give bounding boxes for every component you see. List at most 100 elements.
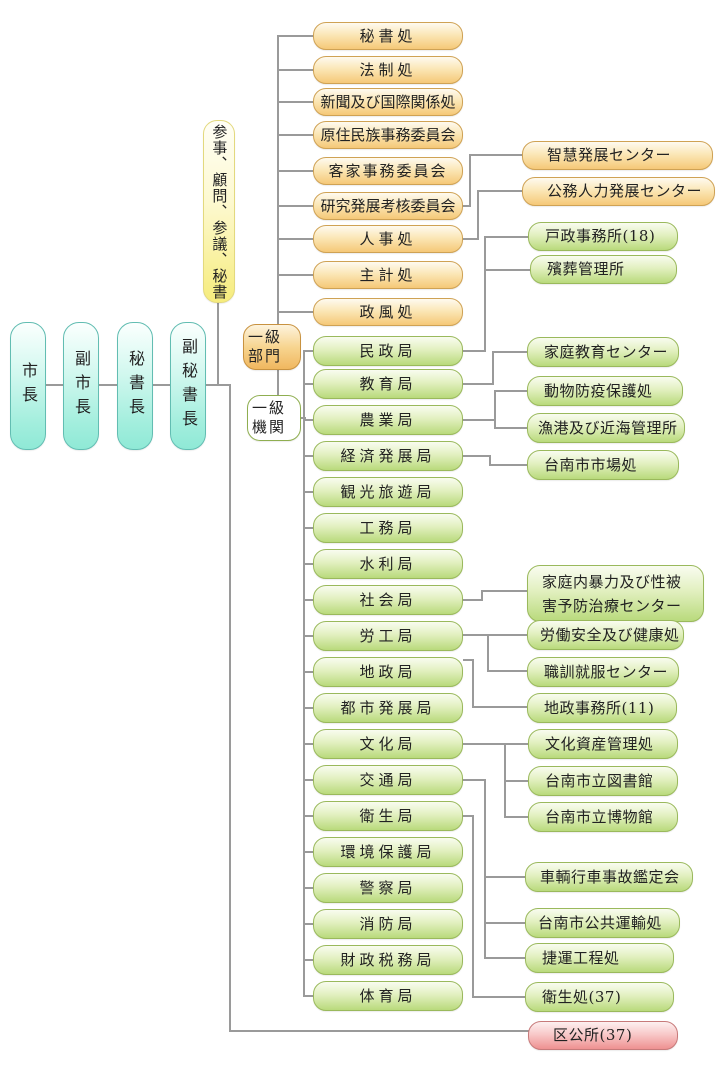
connector — [489, 464, 528, 466]
connector — [206, 384, 231, 386]
node-vehicle-accident-appraisal-committee: 車輌行車事故鑑定会 — [525, 862, 693, 892]
node-police-bureau: 警察局 — [313, 873, 463, 903]
node-transportation-bureau: 交通局 — [313, 765, 463, 795]
connector — [504, 780, 529, 782]
node-ethics-office: 政風処 — [313, 298, 463, 326]
node-agriculture-bureau: 農業局 — [313, 405, 463, 435]
connector — [303, 743, 314, 745]
node-funeral-management-office: 殯葬管理所 — [530, 255, 677, 284]
connector — [303, 815, 314, 817]
connector — [303, 419, 314, 421]
connector — [303, 707, 314, 709]
connector — [303, 635, 314, 637]
connector — [477, 190, 523, 192]
connector — [484, 922, 526, 924]
connector — [463, 743, 529, 745]
node-tainan-public-transportation-office: 台南市公共運輸処 — [525, 908, 680, 938]
node-social-affairs-bureau: 社会局 — [313, 585, 463, 615]
connector — [153, 384, 170, 386]
connector — [463, 599, 483, 601]
connector — [46, 384, 63, 386]
node-health-bureau: 衛生局 — [313, 801, 463, 831]
node-sports-bureau: 体育局 — [313, 981, 463, 1011]
node-family-education-center: 家庭教育センター — [527, 337, 679, 367]
node-personnel-office: 人事処 — [313, 225, 463, 253]
connector — [484, 779, 486, 959]
connector — [463, 455, 491, 457]
node-deputy-secretary-general: 副秘書長 — [170, 322, 206, 450]
connector — [303, 671, 314, 673]
connector — [481, 590, 528, 592]
connector — [303, 851, 314, 853]
connector — [277, 370, 279, 395]
connector — [303, 563, 314, 565]
connector — [472, 996, 526, 998]
connector — [277, 170, 313, 172]
connector — [463, 350, 486, 352]
node-land-administration-offices: 地政事務所(11) — [527, 693, 677, 723]
connector — [463, 383, 494, 385]
node-finance-taxation-bureau: 財政税務局 — [313, 945, 463, 975]
node-secretary-general: 秘書長 — [117, 322, 153, 450]
connector — [487, 634, 489, 672]
connector — [494, 427, 528, 429]
connector — [472, 815, 474, 998]
connector — [492, 351, 528, 353]
connector — [494, 390, 528, 392]
node-cultural-heritage-management-office: 文化資産管理処 — [528, 729, 678, 759]
node-education-bureau: 教育局 — [313, 369, 463, 399]
connector — [277, 101, 313, 103]
label-first-level-departments: 一級部門 — [243, 324, 301, 370]
node-economic-development-bureau: 経済発展局 — [313, 441, 463, 471]
node-secretariat-office: 秘書処 — [313, 22, 463, 50]
connector — [472, 659, 474, 708]
connector — [303, 383, 314, 385]
node-rapid-transit-engineering-office: 捷運工程処 — [525, 943, 674, 973]
connector — [217, 303, 219, 385]
connector — [494, 390, 496, 429]
node-budget-accounting-office: 主計処 — [313, 261, 463, 289]
node-health-offices: 衛生処(37) — [525, 982, 674, 1012]
connector — [463, 779, 486, 781]
node-labor-safety-health-office: 労働安全及び健康処 — [527, 620, 684, 650]
connector — [99, 384, 117, 386]
connector — [463, 238, 479, 240]
node-deputy-mayor: 副市長 — [63, 322, 99, 450]
connector — [484, 236, 486, 352]
connector — [303, 923, 314, 925]
connector — [469, 154, 523, 156]
connector — [463, 659, 474, 661]
connector — [489, 455, 491, 466]
node-indigenous-affairs-commission: 原住民族事務委員会 — [313, 121, 463, 149]
connector — [303, 959, 314, 961]
node-domestic-violence-sexual-assault-prevention-center: 家庭内暴力及び性被害予防治療センター — [527, 565, 704, 622]
node-animal-health-protection-office: 動物防疫保護処 — [527, 376, 683, 406]
node-household-registration-offices: 戸政事務所(18) — [528, 222, 678, 251]
node-tourism-bureau: 観光旅遊局 — [313, 477, 463, 507]
node-research-development-evaluation-commission: 研究発展考核委員会 — [313, 192, 463, 220]
node-civil-service-development-center: 公務人力発展センター — [522, 177, 715, 206]
connector — [277, 134, 313, 136]
connector — [463, 634, 528, 636]
connector — [277, 69, 313, 71]
node-cultural-affairs-bureau: 文化局 — [313, 729, 463, 759]
connector — [484, 876, 526, 878]
connector — [504, 816, 529, 818]
connector — [477, 190, 479, 240]
connector — [303, 995, 314, 997]
node-fishing-port-offshore-management-office: 漁港及び近海管理所 — [527, 413, 685, 443]
node-news-international-relations-office: 新聞及び国際関係処 — [313, 88, 463, 116]
connector — [277, 35, 313, 37]
connector — [481, 590, 483, 601]
connector — [463, 205, 471, 207]
connector — [492, 351, 494, 385]
connector — [229, 1030, 529, 1032]
node-tainan-public-library: 台南市立図書館 — [528, 766, 678, 796]
node-tainan-museum: 台南市立博物館 — [528, 802, 678, 832]
node-civil-affairs-bureau: 民政局 — [313, 336, 463, 366]
connector — [277, 35, 279, 325]
node-mayor: 市長 — [10, 322, 46, 450]
node-water-resources-bureau: 水利局 — [313, 549, 463, 579]
node-hakka-affairs-commission: 客家事務委員会 — [313, 157, 463, 185]
connector — [229, 384, 231, 1032]
